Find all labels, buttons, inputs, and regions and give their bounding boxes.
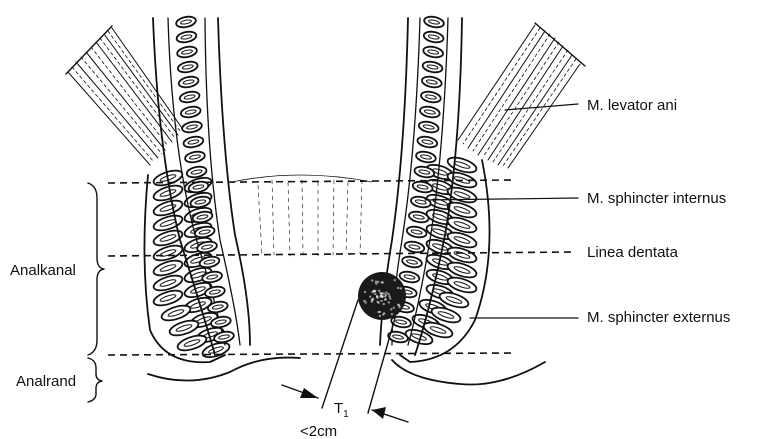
canal-mucosa (232, 175, 372, 256)
label-sphincter-internus: M. sphincter internus (587, 190, 726, 207)
analrand-brace (88, 358, 102, 402)
label-tumor-size: <2cm (300, 423, 337, 439)
label-linea-dentata: Linea dentata (587, 244, 679, 261)
label-tumor-stage: T1 (334, 400, 349, 420)
levator-ani-left (66, 26, 182, 165)
label-analrand: Analrand (16, 373, 76, 390)
tumor (358, 272, 406, 320)
label-analkanal: Analkanal (10, 262, 76, 279)
levator-ani-right (458, 23, 585, 168)
analkanal-brace (88, 183, 104, 355)
label-levator-ani: M. levator ani (587, 97, 677, 114)
label-sphincter-externus: M. sphincter externus (587, 309, 730, 326)
